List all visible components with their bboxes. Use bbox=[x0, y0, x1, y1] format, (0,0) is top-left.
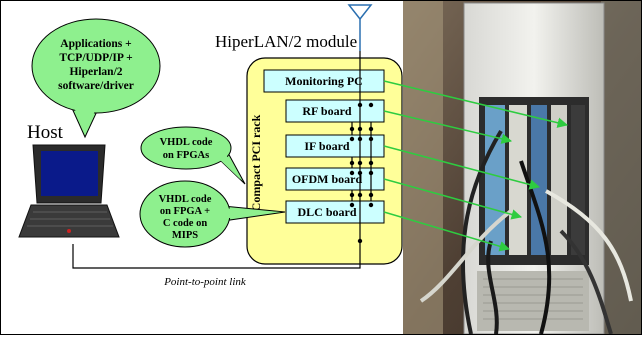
rack-photo bbox=[403, 1, 641, 335]
board-label-ofdm: OFDM board bbox=[292, 172, 363, 186]
board-ofdm: OFDM board bbox=[285, 167, 385, 191]
bubble-host-line-2: TCP/UDP/IP + bbox=[59, 52, 132, 64]
bubble-fpga-line-1: VHDL code bbox=[160, 137, 213, 148]
bubble-dlc-line-3: C code on bbox=[163, 218, 207, 229]
board-label-dlc: DLC board bbox=[297, 205, 356, 219]
bubble-fpga-line-2: on FPGAs bbox=[163, 150, 209, 161]
card-5 bbox=[571, 105, 585, 255]
module-title: HiperLAN/2 module bbox=[215, 32, 357, 51]
board-monitoring-pc: Monitoring PC bbox=[263, 69, 385, 93]
host-label: Host bbox=[27, 122, 64, 143]
board-label-monitoring: Monitoring PC bbox=[285, 74, 363, 88]
bubble-dlc: VHDL code on FPGA + C code on MIPS bbox=[139, 180, 286, 248]
bubble-host-line-3: Hiperlan/2 bbox=[69, 66, 122, 78]
link-label: Point-to-point link bbox=[163, 276, 247, 288]
bubble-host-line-4: software/driver bbox=[58, 80, 134, 92]
point-to-point-link bbox=[72, 241, 361, 269]
bubble-fpga: VHDL code on FPGAs bbox=[140, 126, 246, 185]
photo-side bbox=[601, 1, 641, 334]
bubble-dlc-line-1: VHDL code bbox=[159, 194, 212, 205]
arrow-ofdm bbox=[383, 178, 523, 220]
board-label-if: IF board bbox=[304, 139, 350, 153]
bubble-dlc-line-2: on FPGA + bbox=[160, 206, 210, 217]
arrow-if bbox=[383, 145, 541, 190]
arrow-rf bbox=[383, 110, 513, 144]
board-rf: RF board bbox=[285, 99, 385, 123]
antenna bbox=[347, 4, 373, 51]
hiperlan-diagram: Compact PCI rack HiperLAN/2 module Monit… bbox=[18, 1, 641, 335]
vent-slots bbox=[483, 278, 583, 320]
bubble-host-line-1: Applications + bbox=[60, 38, 131, 50]
photo-cables bbox=[419, 129, 633, 335]
arrow-monitoring bbox=[383, 80, 569, 128]
antenna-icon bbox=[347, 4, 373, 21]
board-label-rf: RF board bbox=[302, 104, 352, 118]
photo-wall bbox=[403, 1, 443, 334]
rack-label: Compact PCI rack bbox=[249, 114, 263, 211]
board-arrows bbox=[383, 80, 569, 252]
laptop-icon bbox=[18, 144, 120, 238]
card-4 bbox=[551, 105, 567, 255]
bubble-host-software: Applications + TCP/UDP/IP + Hiperlan/2 s… bbox=[31, 18, 161, 139]
arrow-dlc bbox=[383, 211, 511, 252]
bubble-dlc-line-4: MIPS bbox=[172, 230, 198, 241]
